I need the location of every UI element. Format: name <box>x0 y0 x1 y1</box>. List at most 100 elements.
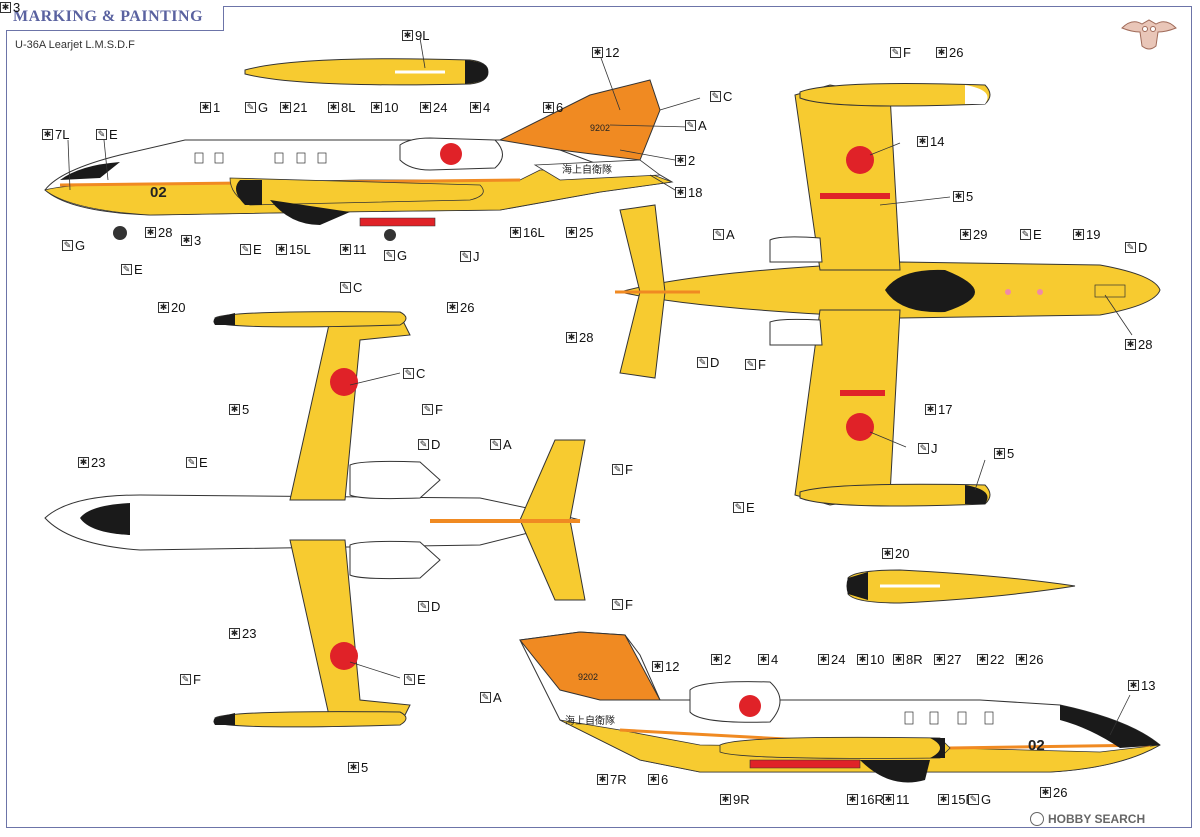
callout-label: 6 <box>556 100 564 115</box>
decal-icon: ✱ <box>447 302 458 313</box>
callout-label: 5 <box>361 760 369 775</box>
paint-brush-icon: ✎ <box>612 464 623 475</box>
callout-label: C <box>353 280 363 295</box>
callout-paint: ✎E <box>240 242 262 257</box>
callout-paint: ✎D <box>418 599 440 614</box>
callout-label: 11 <box>896 792 910 807</box>
callout-decal: ✱7R <box>597 772 627 787</box>
decal-icon: ✱ <box>597 774 608 785</box>
callout-decal: ✱10 <box>371 100 398 115</box>
callout-label: 26 <box>1053 785 1068 800</box>
callout-label: 7R <box>610 772 627 787</box>
paint-brush-icon: ✎ <box>404 674 415 685</box>
callout-label: 29 <box>973 227 988 242</box>
decal-icon: ✱ <box>592 47 603 58</box>
paint-brush-icon: ✎ <box>733 502 744 513</box>
callout-paint: ✎F <box>612 597 633 612</box>
bottom-view-aircraft <box>615 83 1161 507</box>
callout-label: J <box>473 249 480 264</box>
callout-decal: ✱3 <box>181 233 201 248</box>
callout-decal: ✱5 <box>953 189 973 204</box>
callout-label: G <box>258 100 269 115</box>
callout-label: G <box>75 238 86 253</box>
callout-paint: ✎E <box>733 500 755 515</box>
decal-icon: ✱ <box>543 102 554 113</box>
callout-decal: ✱7L <box>42 127 69 142</box>
callout-label: 4 <box>771 652 779 667</box>
callout-label: 10 <box>384 100 399 115</box>
decal-icon: ✱ <box>720 794 731 805</box>
callout-decal: ✱23 <box>229 626 256 641</box>
paint-brush-icon: ✎ <box>245 102 256 113</box>
decal-icon: ✱ <box>882 548 893 559</box>
callout-label: 19 <box>1086 227 1101 242</box>
paint-brush-icon: ✎ <box>490 439 501 450</box>
callout-paint: ✎G <box>245 100 268 115</box>
decal-icon: ✱ <box>78 457 89 468</box>
callout-paint: ✎F <box>745 357 766 372</box>
callout-label: 24 <box>433 100 448 115</box>
paint-brush-icon: ✎ <box>968 794 979 805</box>
decal-icon: ✱ <box>566 227 577 238</box>
paint-brush-icon: ✎ <box>685 120 696 131</box>
callout-decal: ✱5 <box>994 446 1014 461</box>
tail-number-left: 9202 <box>590 123 611 133</box>
paint-brush-icon: ✎ <box>697 357 708 368</box>
decal-icon: ✱ <box>953 191 964 202</box>
callout-decal: ✱9R <box>720 792 750 807</box>
callout-decal: ✱5 <box>229 402 249 417</box>
callout-label: 23 <box>91 455 106 470</box>
callout-decal: ✱20 <box>158 300 185 315</box>
decal-icon: ✱ <box>145 227 156 238</box>
callout-label: F <box>903 45 911 60</box>
decal-icon: ✱ <box>42 129 53 140</box>
callout-decal: ✱21 <box>280 100 307 115</box>
callout-label: 13 <box>1141 678 1156 693</box>
page-frame <box>6 6 1192 828</box>
callout-label: E <box>199 455 208 470</box>
decal-icon: ✱ <box>1016 654 1027 665</box>
callout-paint: ✎A <box>685 118 707 133</box>
decal-icon: ✱ <box>1040 787 1051 798</box>
callout-label: 5 <box>966 189 974 204</box>
top-view-aircraft <box>44 311 586 728</box>
paint-brush-icon: ✎ <box>186 457 197 468</box>
decal-icon: ✱ <box>934 654 945 665</box>
callout-label: D <box>431 599 441 614</box>
page-title: MARKING & PAINTING <box>13 8 204 25</box>
callout-decal: ✱26 <box>1016 652 1043 667</box>
callout-decal: ✱26 <box>1040 785 1067 800</box>
callout-label: 9R <box>733 792 750 807</box>
callout-label: 24 <box>831 652 846 667</box>
callout-decal: ✱26 <box>447 300 474 315</box>
decal-icon: ✱ <box>938 794 949 805</box>
callout-decal: ✱28 <box>145 225 172 240</box>
decal-icon: ✱ <box>1073 229 1084 240</box>
decal-icon: ✱ <box>328 102 339 113</box>
callout-label: F <box>625 462 633 477</box>
paint-brush-icon: ✎ <box>340 282 351 293</box>
callout-label: 8L <box>341 100 356 115</box>
callout-label: F <box>193 672 201 687</box>
callout-decal: ✱18 <box>675 185 702 200</box>
callout-label: 28 <box>158 225 173 240</box>
callout-label: 5 <box>242 402 250 417</box>
title-box <box>6 6 224 31</box>
decal-icon: ✱ <box>960 229 971 240</box>
callout-paint: ✎G <box>62 238 85 253</box>
decal-icon: ✱ <box>348 762 359 773</box>
callout-label: 1 <box>213 100 221 115</box>
callout-label: 28 <box>579 330 594 345</box>
callout-label: 21 <box>293 100 308 115</box>
callout-label: D <box>1138 240 1148 255</box>
callout-decal: ✱2 <box>711 652 731 667</box>
callout-label: 12 <box>665 659 680 674</box>
callout-decal: ✱16L <box>510 225 545 240</box>
drop-tank-right <box>846 569 1076 604</box>
decal-icon: ✱ <box>652 661 663 672</box>
paint-brush-icon: ✎ <box>918 443 929 454</box>
callout-paint: ✎J <box>460 249 480 264</box>
decal-icon: ✱ <box>200 102 211 113</box>
callout-paint: ✎F <box>890 45 911 60</box>
